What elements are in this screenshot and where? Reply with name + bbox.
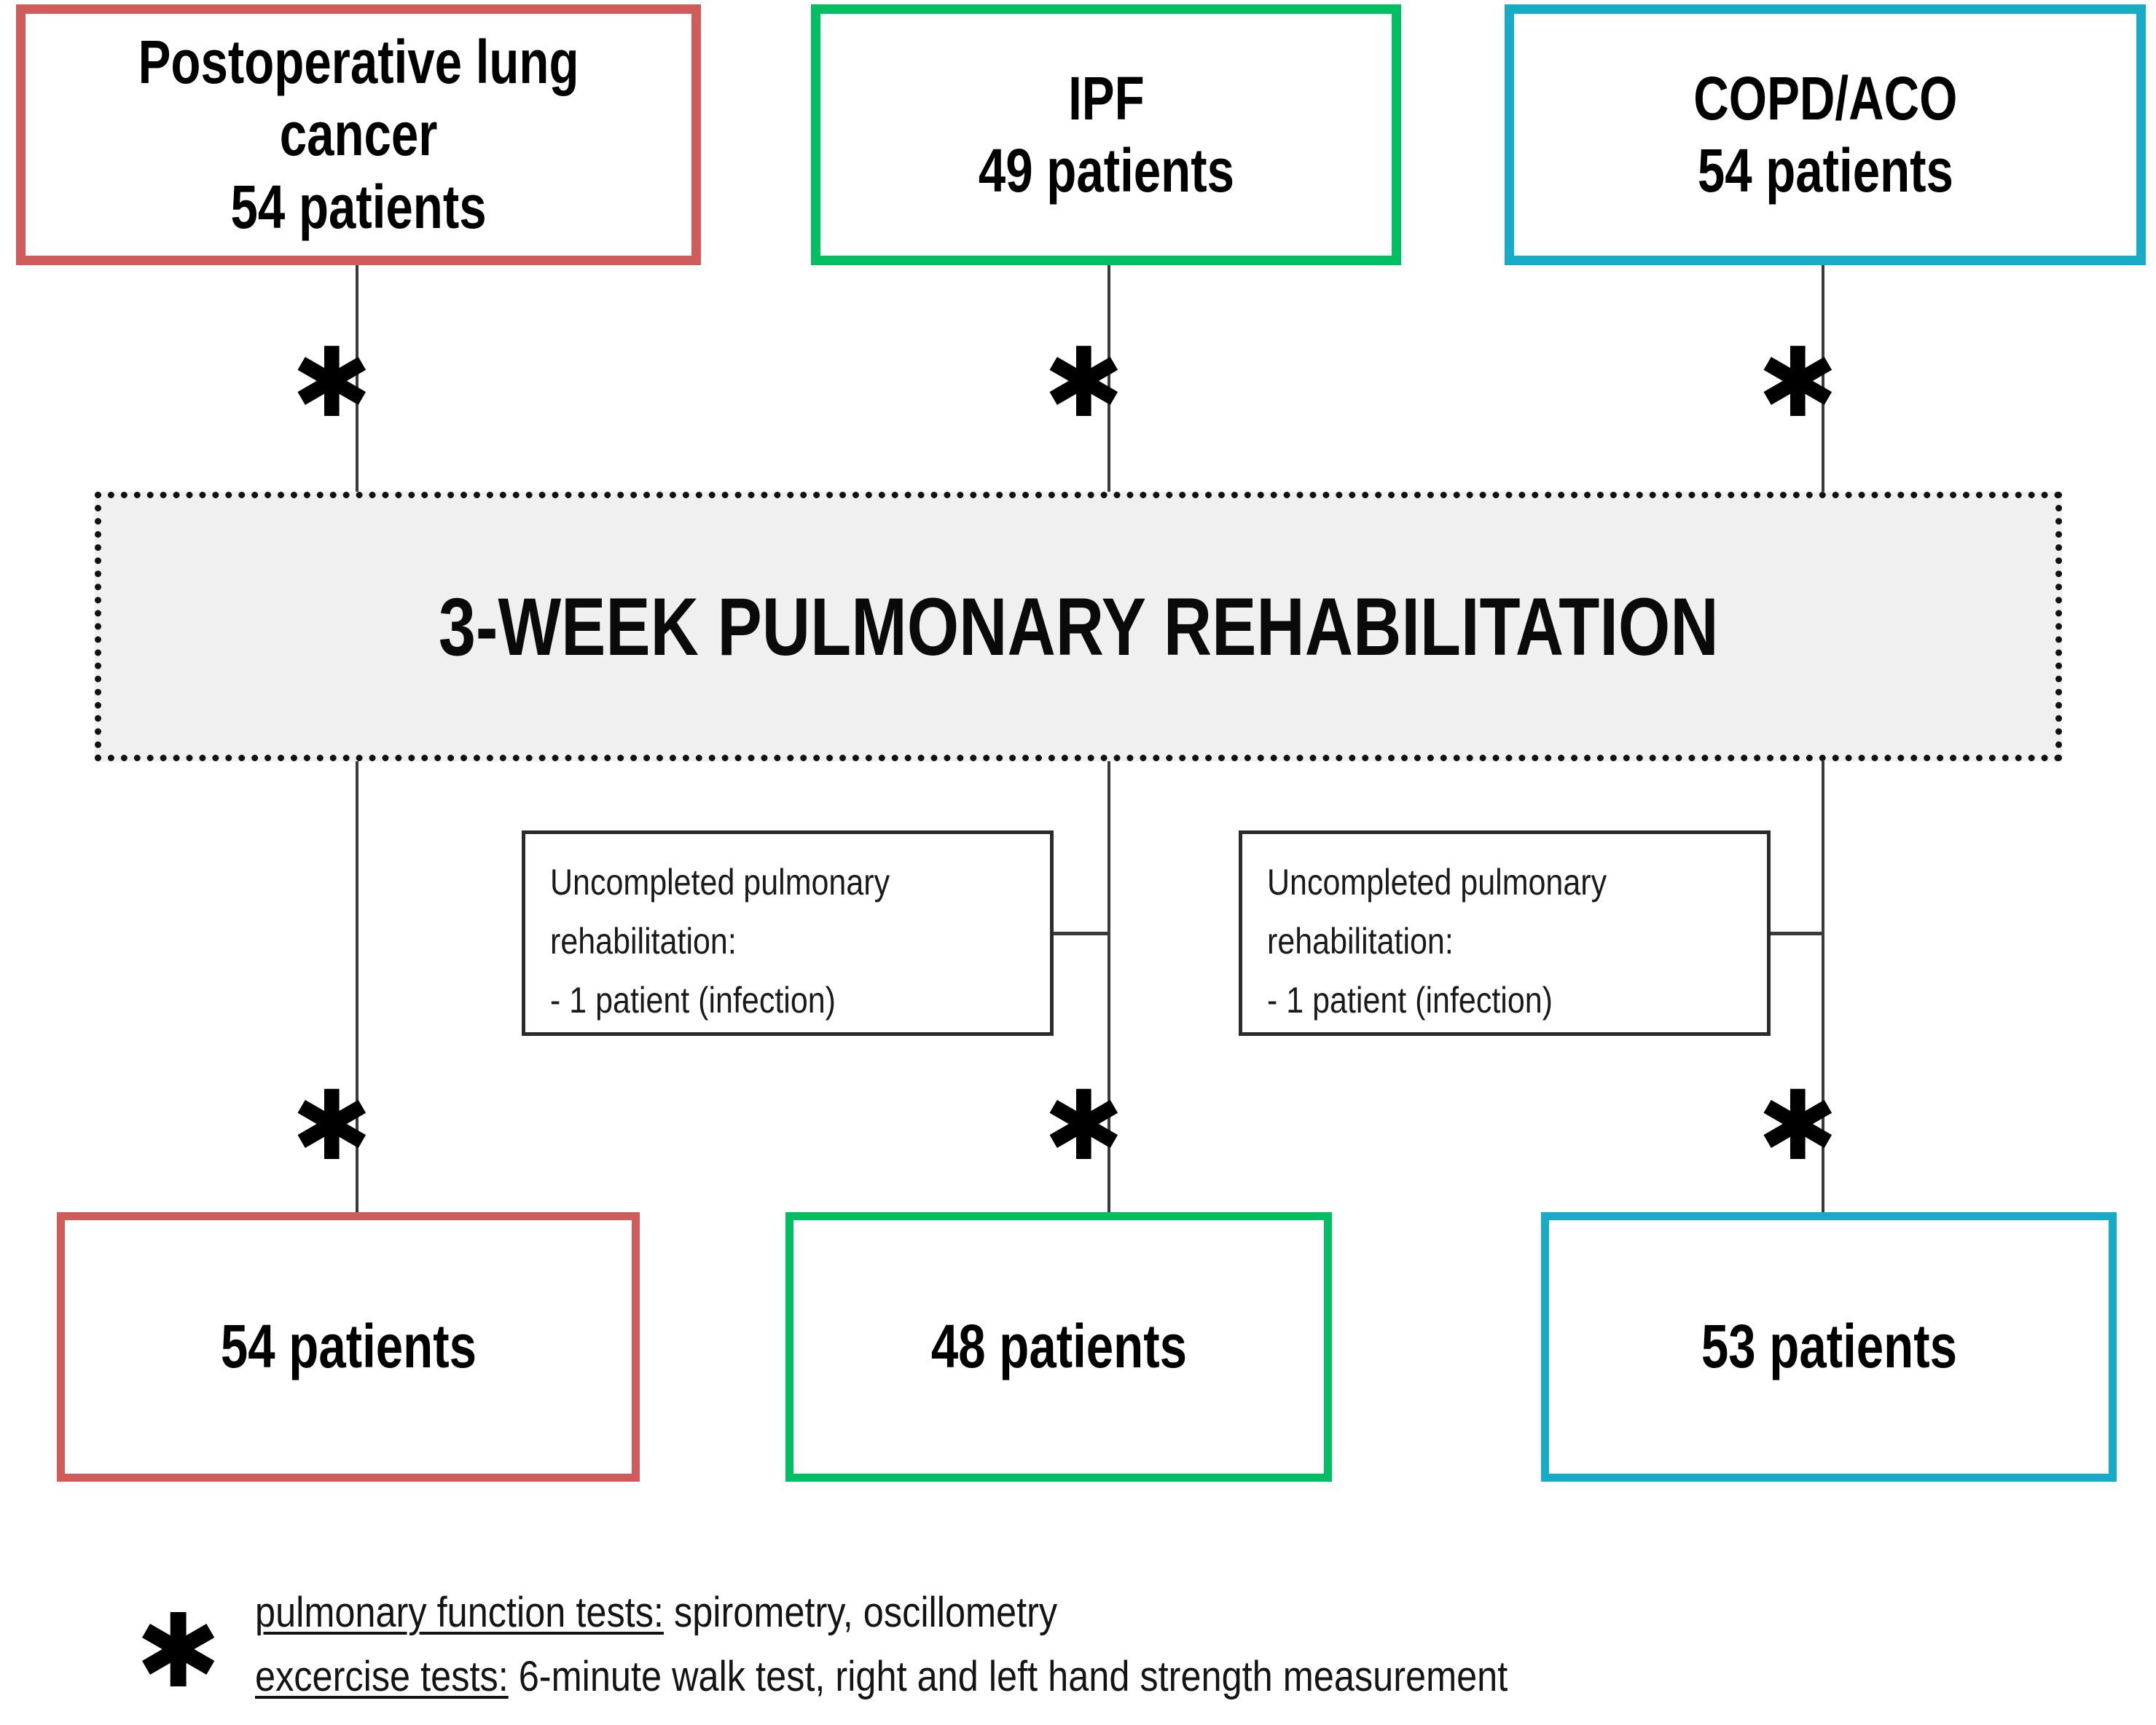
dropout-note-copd-line1: Uncompleted pulmonary [1267, 862, 1607, 903]
result-box-ipf: 48 patients [785, 1212, 1332, 1482]
asterisk-marker-lower-ipf: ✱ [1043, 1070, 1124, 1182]
result-box-copd-aco: 53 patients [1541, 1212, 2117, 1482]
asterisk-marker-lower-lung-cancer: ✱ [291, 1070, 372, 1182]
group-label-ipf: IPF 49 patients [978, 63, 1234, 205]
legend-asterisk-icon: ✱ [136, 1592, 222, 1711]
connector-bottom-lung-cancer [356, 761, 358, 1220]
intervention-banner: 3-WEEK PULMONARY REHABILITATION [95, 492, 2062, 761]
legend-row-pulmonary-function-tests: pulmonary function tests: spirometry, os… [255, 1581, 1508, 1645]
dropout-note-ipf-line1: Uncompleted pulmonary [550, 862, 890, 903]
result-label-lung-cancer: 54 patients [220, 1312, 477, 1381]
dropout-note-ipf-line3: - 1 patient (infection) [550, 980, 836, 1021]
dropout-note-ipf-line2: rehabilitation: [550, 921, 737, 962]
connector-bottom-copd-aco [1822, 761, 1824, 1220]
dropout-note-copd: Uncompleted pulmonary rehabilitation: - … [1239, 830, 1771, 1036]
legend-label-excercise-tests: excercise tests: [255, 1653, 509, 1701]
connector-bottom-ipf [1108, 761, 1110, 1220]
result-label-copd-aco: 53 patients [1701, 1312, 1957, 1381]
dropout-note-ipf: Uncompleted pulmonary rehabilitation: - … [522, 830, 1054, 1036]
legend: ✱ pulmonary function tests: spirometry, … [109, 1581, 2077, 1719]
result-label-ipf: 48 patients [930, 1312, 1187, 1381]
connector-top-ipf [1108, 265, 1110, 495]
asterisk-marker-upper-lung-cancer: ✱ [291, 327, 372, 439]
group-box-lung-cancer: Postoperative lung cancer 54 patients [16, 4, 701, 265]
asterisk-marker-lower-copd-aco: ✱ [1757, 1070, 1838, 1182]
legend-rows: pulmonary function tests: spirometry, os… [255, 1581, 1695, 1709]
connector-dropout-note-ipf [1054, 932, 1109, 935]
connector-top-copd-aco [1822, 265, 1824, 495]
legend-detail-pulmonary-function-tests: spirometry, oscillometry [663, 1589, 1058, 1636]
group-label-lung-cancer: Postoperative lung cancer 54 patients [138, 28, 579, 241]
legend-row-excercise-tests: excercise tests: 6-minute walk test, rig… [255, 1645, 1508, 1709]
legend-detail-excercise-tests: 6-minute walk test, right and left hand … [508, 1653, 1508, 1701]
dropout-note-copd-line3: - 1 patient (infection) [1267, 980, 1553, 1021]
asterisk-marker-upper-copd-aco: ✱ [1757, 327, 1838, 439]
intervention-label: 3-WEEK PULMONARY REHABILITATION [438, 581, 1719, 672]
asterisk-marker-upper-ipf: ✱ [1043, 327, 1124, 439]
group-box-copd-aco: COPD/ACO 54 patients [1505, 4, 2146, 265]
legend-label-pulmonary-function-tests: pulmonary function tests: [255, 1589, 664, 1636]
group-box-ipf: IPF 49 patients [811, 4, 1401, 265]
dropout-note-copd-line2: rehabilitation: [1267, 921, 1454, 962]
connector-dropout-note-copd [1771, 932, 1823, 935]
group-label-copd-aco: COPD/ACO 54 patients [1693, 63, 1958, 205]
result-box-lung-cancer: 54 patients [57, 1212, 640, 1482]
connector-top-lung-cancer [356, 265, 358, 495]
